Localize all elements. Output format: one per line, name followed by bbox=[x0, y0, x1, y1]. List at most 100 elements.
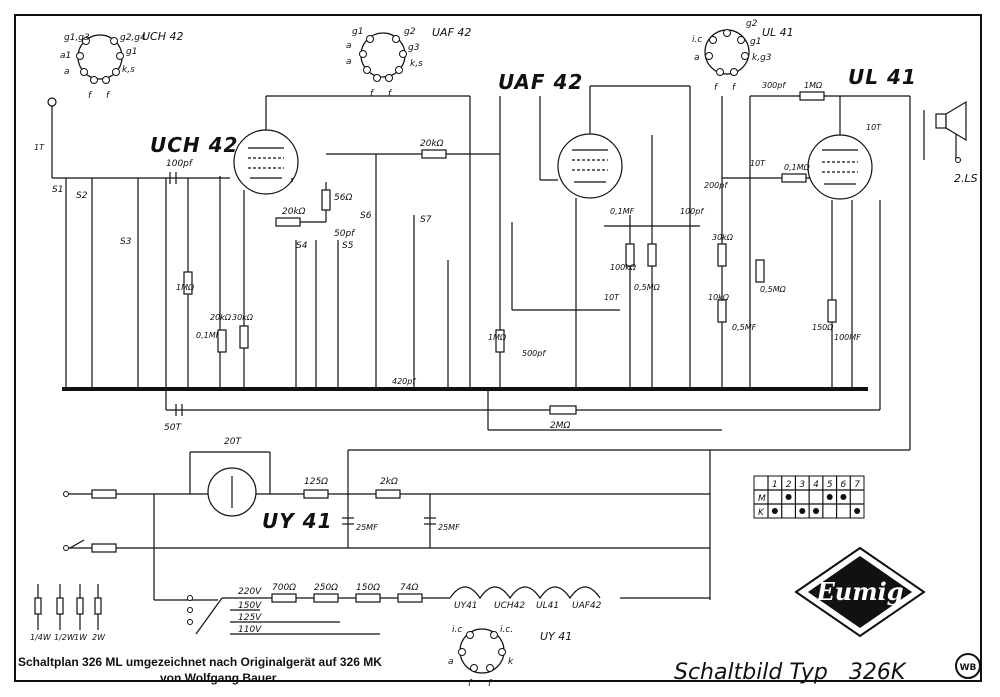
caption-line-2: von Wolfgang Bauer bbox=[160, 671, 277, 685]
resistor-label: 125Ω bbox=[304, 477, 328, 487]
heater-labels: UY41 UCH42 UL41 UAF42 bbox=[454, 601, 602, 611]
voltage-label: 220V bbox=[238, 587, 262, 597]
voltage-selector: 220V 150V 125V 110V bbox=[187, 587, 262, 635]
tube-label-uy41: UY 41 bbox=[262, 509, 333, 533]
cap-label: 200pf bbox=[704, 181, 728, 190]
heater-label: UCH42 bbox=[494, 601, 525, 611]
socket-pin-label: f bbox=[714, 83, 719, 93]
socket-pin-label: g2,g4 bbox=[120, 33, 146, 43]
cap-label: 50T bbox=[164, 423, 182, 433]
cap-label: 1T bbox=[34, 143, 45, 152]
resistor-label: 1MΩ bbox=[488, 333, 507, 342]
resistor-label: 56Ω bbox=[334, 193, 352, 203]
socket-pin-label: a bbox=[448, 657, 454, 667]
socket-pin-label: a1 bbox=[60, 51, 71, 61]
voltage-label: 110V bbox=[238, 625, 262, 635]
cap-label: 25MF bbox=[438, 523, 460, 532]
table-dot bbox=[813, 508, 819, 514]
socket-pin-label: f bbox=[88, 91, 93, 101]
resistor-label: 700Ω bbox=[272, 583, 296, 593]
table-header: 2 bbox=[786, 480, 792, 490]
socket-pin-label: a bbox=[694, 53, 700, 63]
table-header: 6 bbox=[841, 480, 847, 490]
socket-pin-label: a bbox=[346, 41, 352, 51]
socket-pin-label: g1 bbox=[750, 37, 761, 47]
table-dot bbox=[840, 494, 847, 500]
switches: S1 S2 S3 S4 S5 S6 S7 bbox=[52, 185, 432, 251]
mains-terminals bbox=[63, 489, 117, 553]
cap-label: 500pf bbox=[522, 349, 546, 358]
table-header: 7 bbox=[854, 480, 860, 490]
stamp-text: WB bbox=[960, 663, 977, 673]
cap-label: 0,1MF bbox=[610, 207, 635, 216]
resistor-label: 30kΩ bbox=[712, 233, 734, 242]
table-dot bbox=[785, 494, 792, 500]
socket-uch42: g1,g3 g2,g4 a1 g1 a k,s f f UCH 42 bbox=[60, 30, 184, 101]
socket-pin-label: g3 bbox=[408, 43, 420, 53]
resistor-label: 150Ω bbox=[356, 583, 380, 593]
socket-pin-label: a bbox=[64, 67, 70, 77]
socket-pin-label: k,s bbox=[410, 59, 423, 69]
speaker-label: 2.LS bbox=[954, 172, 978, 185]
socket-pin-label: f bbox=[468, 679, 473, 689]
heater-label: UY41 bbox=[454, 601, 478, 611]
socket-pin-label: i.c bbox=[452, 625, 462, 635]
resistor-label: 30kΩ bbox=[232, 313, 254, 322]
switch-label: S4 bbox=[296, 241, 308, 251]
table-dot bbox=[854, 508, 861, 514]
resistor-label: 20kΩ bbox=[282, 207, 306, 217]
eumig-logo: Eumig bbox=[794, 546, 926, 638]
resistor-label: 0,5MΩ bbox=[634, 283, 661, 292]
cap-label: 10T bbox=[604, 293, 620, 302]
socket-pin-label: i.c bbox=[692, 35, 702, 45]
socket-title: UL 41 bbox=[762, 26, 794, 39]
socket-pin-label: f bbox=[370, 89, 375, 99]
speaker-icon bbox=[935, 100, 967, 163]
cap-label: 420pf bbox=[392, 377, 416, 386]
brand-name: Eumig bbox=[815, 577, 903, 606]
socket-uaf42: g1 g2 a g3 a k,s f f UAF 42 bbox=[346, 26, 471, 99]
resistor-label: 1MΩ bbox=[176, 283, 195, 292]
socket-title: UAF 42 bbox=[432, 26, 471, 39]
resistor-label: 250Ω bbox=[314, 583, 338, 593]
rating-label: 1W bbox=[74, 633, 88, 642]
table-dot bbox=[826, 494, 833, 500]
cap-label: 100MF bbox=[834, 333, 861, 342]
tube-label-uch42: UCH 42 bbox=[150, 133, 238, 157]
table-header: 3 bbox=[799, 480, 805, 490]
socket-pin-label: a bbox=[346, 57, 352, 67]
resistor-label: 2MΩ bbox=[550, 421, 570, 431]
socket-title: UCH 42 bbox=[142, 30, 184, 43]
rating-label: 2W bbox=[92, 633, 106, 642]
socket-title: UY 41 bbox=[540, 630, 572, 643]
socket-pin-label: k,g3 bbox=[752, 53, 772, 63]
heater-label: UAF42 bbox=[572, 601, 602, 611]
tube-ul41 bbox=[807, 134, 873, 200]
components: 1T 100pf 20kΩ 56Ω 20kΩ 50pf 1MΩ 0,1MF 20… bbox=[34, 81, 978, 603]
table-header: 4 bbox=[813, 480, 819, 490]
resistor-label: 100kΩ bbox=[610, 263, 637, 272]
socket-pin-label: g1 bbox=[352, 27, 363, 37]
table-header: 1 bbox=[772, 480, 778, 490]
drawing-title: Schaltbild Typ 326K bbox=[674, 660, 907, 685]
cap-label: 0,5MF bbox=[732, 323, 757, 332]
socket-pin-label: g1,g3 bbox=[64, 33, 90, 43]
resistor-label: 2kΩ bbox=[380, 477, 398, 487]
voltage-label: 150V bbox=[238, 601, 262, 611]
table-dot bbox=[799, 508, 806, 514]
cap-label: 25MF bbox=[356, 523, 378, 532]
resistor-label: 0,5MΩ bbox=[760, 285, 787, 294]
socket-pin-label: i.c. bbox=[500, 625, 513, 635]
tube-label-uaf42: UAF 42 bbox=[498, 70, 583, 94]
cap-label: 300pf bbox=[762, 81, 786, 90]
socket-pin-label: k bbox=[508, 657, 514, 667]
heater-label: UL41 bbox=[536, 601, 559, 611]
resistor-label: 1MΩ bbox=[804, 81, 823, 90]
table-header: 5 bbox=[827, 480, 833, 490]
switch-label: S7 bbox=[420, 215, 432, 225]
cap-label: 100pf bbox=[166, 159, 194, 169]
tube-uy41 bbox=[207, 467, 257, 517]
